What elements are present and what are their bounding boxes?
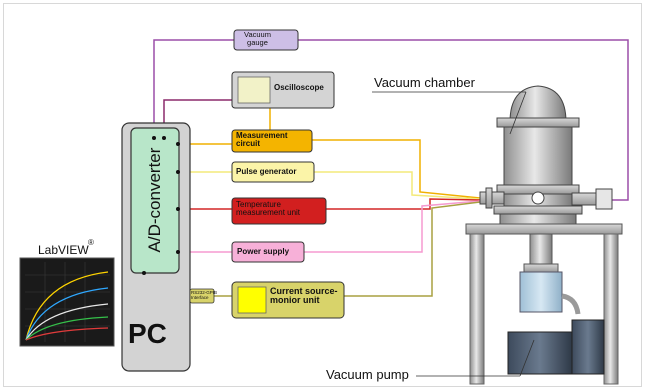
- pc-label: PC: [128, 318, 167, 349]
- labview-label: LabVIEW: [38, 243, 89, 257]
- ad-converter-label: A/D-converter: [145, 147, 164, 253]
- wire-vacuum-gauge: [153, 39, 629, 201]
- diagram-frame: [3, 3, 642, 387]
- vacuum-gauge-box: [233, 29, 299, 51]
- support-table: [465, 223, 623, 385]
- labview-registered-mark: ®: [88, 238, 94, 247]
- temperature-unit-label: Temperature measurement unit: [236, 200, 301, 218]
- oscilloscope-screen: [237, 76, 271, 104]
- ad-converter-terminals: [142, 136, 180, 275]
- pulse-generator-box: [231, 161, 315, 183]
- interface-label: RS232-GPIB Interface: [191, 290, 218, 300]
- vacuum-pump: [416, 233, 605, 377]
- vacuum-chamber-label: Vacuum chamber: [374, 75, 475, 90]
- power-supply-label: Power supply: [237, 247, 290, 256]
- labview-curves: [25, 271, 109, 341]
- labview-monitor: [19, 257, 115, 347]
- current-source-screen: [237, 286, 267, 314]
- measurement-circuit-label: Measurement circuit: [236, 131, 288, 149]
- oscilloscope-label: Oscilloscope: [274, 83, 324, 92]
- ad-converter-box: [130, 127, 180, 274]
- interface-box: [189, 288, 215, 304]
- pulse-generator-label: Pulse generator: [236, 167, 297, 176]
- temperature-unit-box: [231, 197, 327, 225]
- wire-measurement-circuit: [178, 139, 481, 199]
- current-source-label: Current source- monior unit: [270, 286, 338, 306]
- vacuum-gauge-label: Vacuum gauge: [244, 30, 271, 47]
- vacuum-chamber: [372, 85, 613, 225]
- measurement-circuit-box: [231, 129, 313, 153]
- power-supply-box: [231, 241, 305, 263]
- vacuum-pump-label: Vacuum pump: [326, 367, 409, 382]
- wire-pulse-generator: [178, 171, 481, 200]
